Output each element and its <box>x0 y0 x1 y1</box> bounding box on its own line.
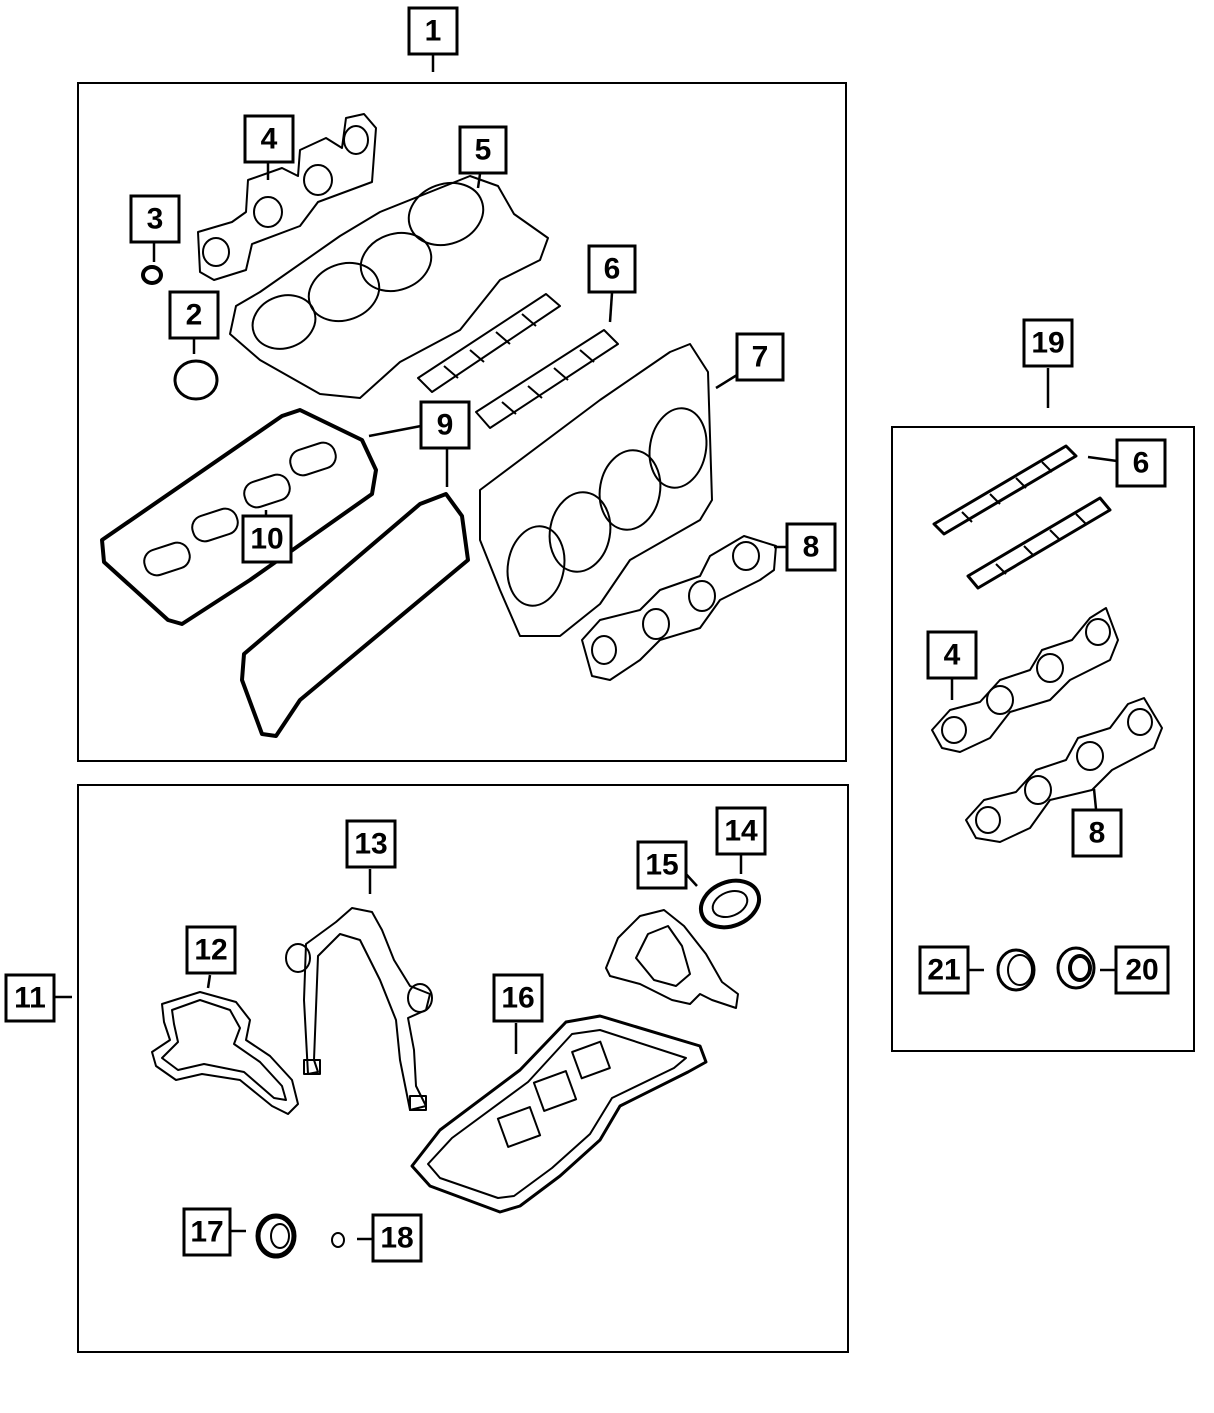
callout-11-label: 11 <box>14 982 46 1015</box>
callout-17: 17 <box>182 1207 232 1257</box>
crankshaft-seal-ribbed <box>1056 946 1096 990</box>
callout-14: 14 <box>715 806 767 856</box>
o-ring-seal <box>173 359 219 401</box>
callout-13: 13 <box>345 819 397 869</box>
callout-17-label: 17 <box>190 1216 223 1249</box>
callout-2: 2 <box>168 290 220 340</box>
rear-main-seal <box>698 878 762 930</box>
exhaust-manifold-gasket-kit-upper <box>931 607 1119 753</box>
callout-8-kit: 8 <box>1071 808 1123 858</box>
callout-16: 16 <box>492 973 544 1023</box>
callout-15-label: 15 <box>645 849 678 882</box>
callout-15: 15 <box>636 840 688 890</box>
exhaust-manifold-gasket-kit-lower <box>965 697 1163 843</box>
valve-cover-gasket-left <box>100 408 378 626</box>
timing-cover-gasket <box>285 907 433 1111</box>
intake-manifold-gasket-upper <box>417 293 561 393</box>
intake-manifold-gasket-kit-upper <box>932 444 1078 536</box>
callout-8-kit-label: 8 <box>1089 817 1106 850</box>
callout-16-label: 16 <box>501 982 534 1015</box>
valve-stem-seal <box>141 265 163 285</box>
intake-manifold-gasket-lower <box>475 329 619 429</box>
cylinder-head-gasket-left <box>229 175 549 399</box>
callout-7: 7 <box>735 332 785 382</box>
callout-10-label: 10 <box>250 523 283 556</box>
manifold-gasket-set-frame <box>891 426 1195 1052</box>
callout-1: 1 <box>407 6 459 56</box>
callout-6-upper: 6 <box>587 244 637 294</box>
callout-6-kit: 6 <box>1115 438 1167 488</box>
callout-20-label: 20 <box>1125 954 1158 987</box>
callout-4-kit-label: 4 <box>944 639 961 672</box>
callout-20: 20 <box>1114 945 1170 995</box>
callout-19-label: 19 <box>1031 327 1064 360</box>
callout-9: 9 <box>419 400 471 450</box>
callout-9-label: 9 <box>437 409 454 442</box>
callout-3: 3 <box>129 194 181 244</box>
callout-21: 21 <box>918 945 970 995</box>
callout-8-upper: 8 <box>785 522 837 572</box>
callout-6-kit-label: 6 <box>1133 447 1150 480</box>
leader-lines <box>54 55 1118 1241</box>
valve-cover-gasket-right <box>240 492 470 738</box>
small-o-ring <box>331 1232 345 1248</box>
front-crankshaft-seal <box>255 1213 297 1259</box>
callout-14-label: 14 <box>724 815 758 848</box>
callout-5-label: 5 <box>475 134 492 167</box>
callout-12: 12 <box>185 925 237 975</box>
callout-2-label: 2 <box>186 299 203 332</box>
callout-6-upper-label: 6 <box>604 253 621 286</box>
crankshaft-seal-small <box>996 948 1036 992</box>
cylinder-head-gasket-right <box>479 343 713 637</box>
callout-7-label: 7 <box>752 341 769 374</box>
callout-18-label: 18 <box>380 1222 413 1255</box>
callout-4-upper: 4 <box>243 114 295 164</box>
callout-3-label: 3 <box>147 203 164 236</box>
intake-manifold-gasket-kit-lower <box>966 496 1112 590</box>
callout-5: 5 <box>458 125 508 175</box>
exhaust-manifold-gasket-right <box>581 535 777 681</box>
rear-main-seal-retainer <box>605 909 739 1009</box>
callout-13-label: 13 <box>354 828 387 861</box>
callout-4-kit: 4 <box>926 630 978 680</box>
spark-plug-tube-seals <box>143 441 337 577</box>
callout-18: 18 <box>371 1213 423 1263</box>
callout-4-upper-label: 4 <box>261 123 278 156</box>
callout-1-label: 1 <box>425 15 442 48</box>
callout-21-label: 21 <box>927 954 960 987</box>
callout-12-label: 12 <box>194 934 227 967</box>
callout-10: 10 <box>241 514 293 564</box>
callout-11: 11 <box>4 973 56 1023</box>
upper-engine-gasket-set-frame <box>77 82 847 762</box>
callout-19: 19 <box>1022 318 1074 368</box>
lower-engine-gasket-set-frame <box>77 784 849 1353</box>
exhaust-manifold-gasket-left <box>197 113 377 281</box>
water-pump-gasket <box>151 991 299 1115</box>
callout-8-upper-label: 8 <box>803 531 820 564</box>
oil-pan-gasket <box>410 1014 708 1214</box>
